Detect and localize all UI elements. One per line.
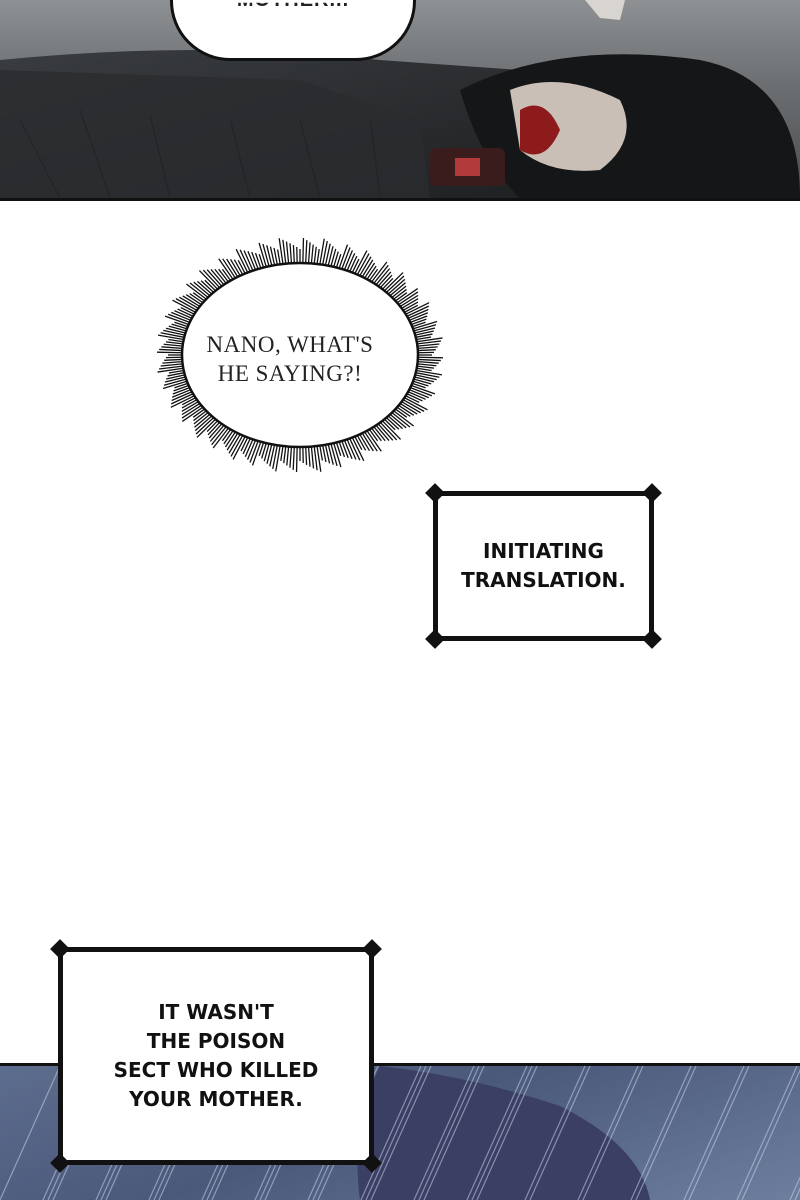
reveal-line-3: SECT WHO KILLED [113, 1058, 319, 1082]
caption-line-1: INITIATING [483, 539, 604, 563]
spiky-speech-bubble [157, 238, 443, 472]
blood-mark [520, 105, 560, 155]
caption-line-2: TRANSLATION. [461, 568, 626, 592]
speech-line-2: HE SAYING?! [217, 361, 363, 386]
translation-caption-text: INITIATING TRANSLATION. [461, 537, 626, 595]
top-panel-artwork [0, 0, 800, 198]
reveal-caption-text: IT WASN'T THE POISON SECT WHO KILLED YOU… [114, 998, 319, 1114]
figure-silhouette [357, 1066, 650, 1200]
top-bubble-text: MOTHER... [236, 0, 350, 11]
panel-border-bottom [0, 1063, 800, 1066]
reveal-line-2: THE POISON [146, 1029, 286, 1053]
panel-border-top [0, 198, 800, 201]
translation-caption-box: INITIATING TRANSLATION. [425, 483, 662, 649]
spiky-bubble-text: NANO, WHAT'S HE SAYING?! [180, 330, 400, 388]
speech-line-1: NANO, WHAT'S [206, 332, 374, 357]
top-speech-bubble: MOTHER... [170, 0, 416, 61]
top-comic-panel: MOTHER... [0, 0, 800, 198]
reveal-line-1: IT WASN'T [158, 1000, 274, 1024]
reveal-line-4: YOUR MOTHER. [129, 1087, 303, 1111]
figure-hair [460, 54, 800, 198]
reveal-caption-box: IT WASN'T THE POISON SECT WHO KILLED YOU… [50, 939, 382, 1173]
figure-robe [0, 70, 430, 198]
hand [585, 0, 625, 20]
